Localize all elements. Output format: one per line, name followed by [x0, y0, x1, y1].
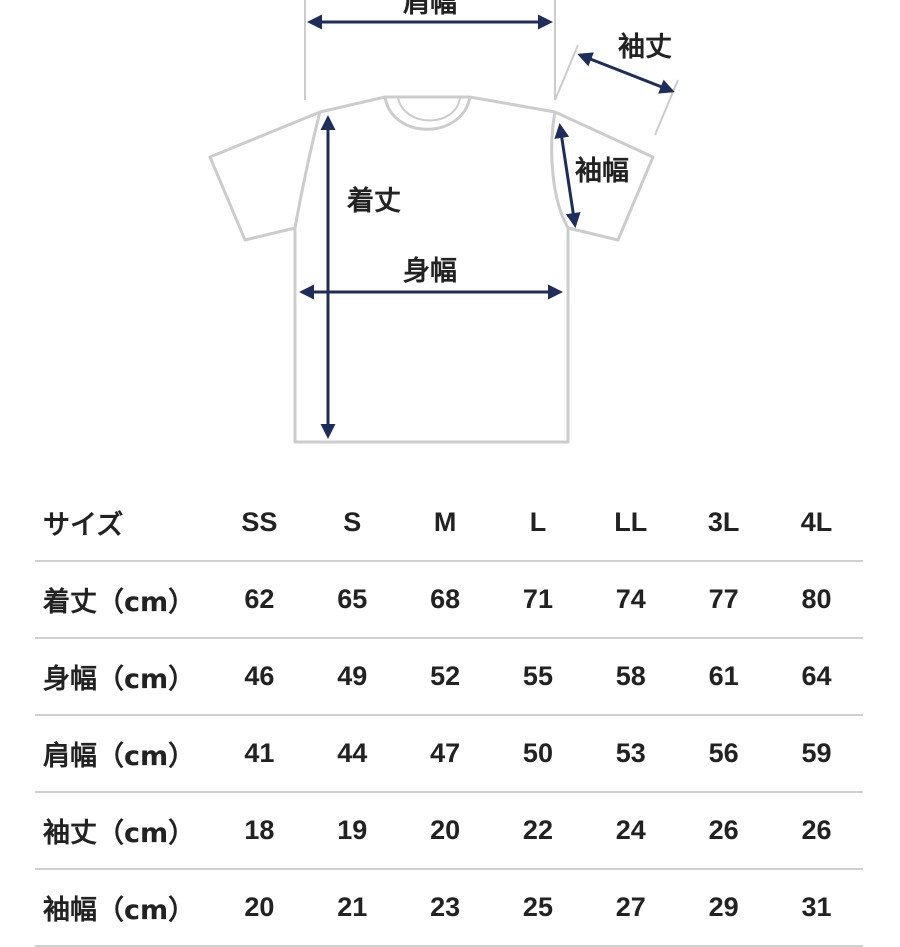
table-header-row: サイズ SS S M L LL 3L 4L: [35, 485, 863, 562]
table-cell: 50: [491, 715, 585, 793]
table-cell: 22: [491, 792, 585, 870]
size-col-header: LL: [584, 485, 678, 562]
table-cell: 24: [584, 792, 678, 870]
size-col-header: L: [491, 485, 585, 562]
tshirt-measurement-diagram: 肩幅 袖丈 袖幅 着丈 身幅: [208, 0, 679, 444]
row-label: 袖丈（cm）: [35, 792, 213, 870]
table-cell: 19: [305, 792, 399, 870]
size-col-header: S: [305, 485, 399, 562]
table-cell: 46: [213, 638, 306, 716]
label-shoulder-width: 肩幅: [403, 0, 457, 19]
label-sleeve-width: 袖幅: [575, 156, 629, 187]
table-cell: 56: [677, 715, 771, 793]
row-label: 着丈（cm）: [35, 561, 213, 639]
tshirt-collar: [383, 96, 472, 131]
label-sleeve-length: 袖丈: [618, 32, 672, 63]
table-cell: 64: [770, 638, 863, 716]
table-cell: 47: [398, 715, 492, 793]
table-row: 肩幅（cm） 41 44 47 50 53 56 59: [35, 715, 863, 793]
table-row: 着丈（cm） 62 65 68 71 74 77 80: [35, 561, 863, 639]
table-cell: 20: [398, 792, 492, 870]
table-cell: 55: [491, 638, 585, 716]
row-label: 袖幅（cm）: [35, 869, 213, 947]
size-col-header: SS: [213, 485, 306, 562]
table-cell: 29: [677, 869, 771, 947]
table-cell: 49: [305, 638, 399, 716]
sleeve-length-arrow: [577, 52, 675, 94]
table-row: 身幅（cm） 46 49 52 55 58 61 64: [35, 638, 863, 716]
sleeve-width-arrow: [554, 123, 581, 228]
header-label: サイズ: [35, 485, 213, 562]
table-cell: 52: [398, 638, 492, 716]
table-cell: 68: [398, 561, 492, 639]
size-col-header: 4L: [770, 485, 863, 562]
size-chart-table: サイズ SS S M L LL 3L 4L 着丈（cm） 62 65 68 71…: [35, 485, 863, 947]
table-cell: 80: [770, 561, 863, 639]
table-cell: 71: [491, 561, 585, 639]
table-cell: 27: [584, 869, 678, 947]
row-label: 肩幅（cm）: [35, 715, 213, 793]
label-body-length: 着丈: [346, 185, 401, 217]
table-cell: 21: [305, 869, 399, 947]
table-cell: 41: [213, 715, 306, 793]
table-cell: 31: [770, 869, 863, 947]
label-body-width: 身幅: [403, 255, 457, 287]
table-cell: 61: [677, 638, 771, 716]
table-cell: 20: [213, 869, 306, 947]
size-col-header: 3L: [677, 485, 771, 562]
table-cell: 25: [491, 869, 585, 947]
table-row: 袖丈（cm） 18 19 20 22 24 26 26: [35, 792, 863, 870]
table-cell: 77: [677, 561, 771, 639]
table-cell: 58: [584, 638, 678, 716]
table-cell: 26: [677, 792, 771, 870]
table-cell: 26: [770, 792, 863, 870]
table-cell: 53: [584, 715, 678, 793]
table-cell: 44: [305, 715, 399, 793]
table-cell: 74: [584, 561, 678, 639]
table-row: 袖幅（cm） 20 21 23 25 27 29 31: [35, 869, 863, 947]
table-cell: 65: [305, 561, 399, 639]
table-cell: 23: [398, 869, 492, 947]
row-label: 身幅（cm）: [35, 638, 213, 716]
table-cell: 59: [770, 715, 863, 793]
table-cell: 18: [213, 792, 306, 870]
size-col-header: M: [398, 485, 492, 562]
table-cell: 62: [213, 561, 306, 639]
